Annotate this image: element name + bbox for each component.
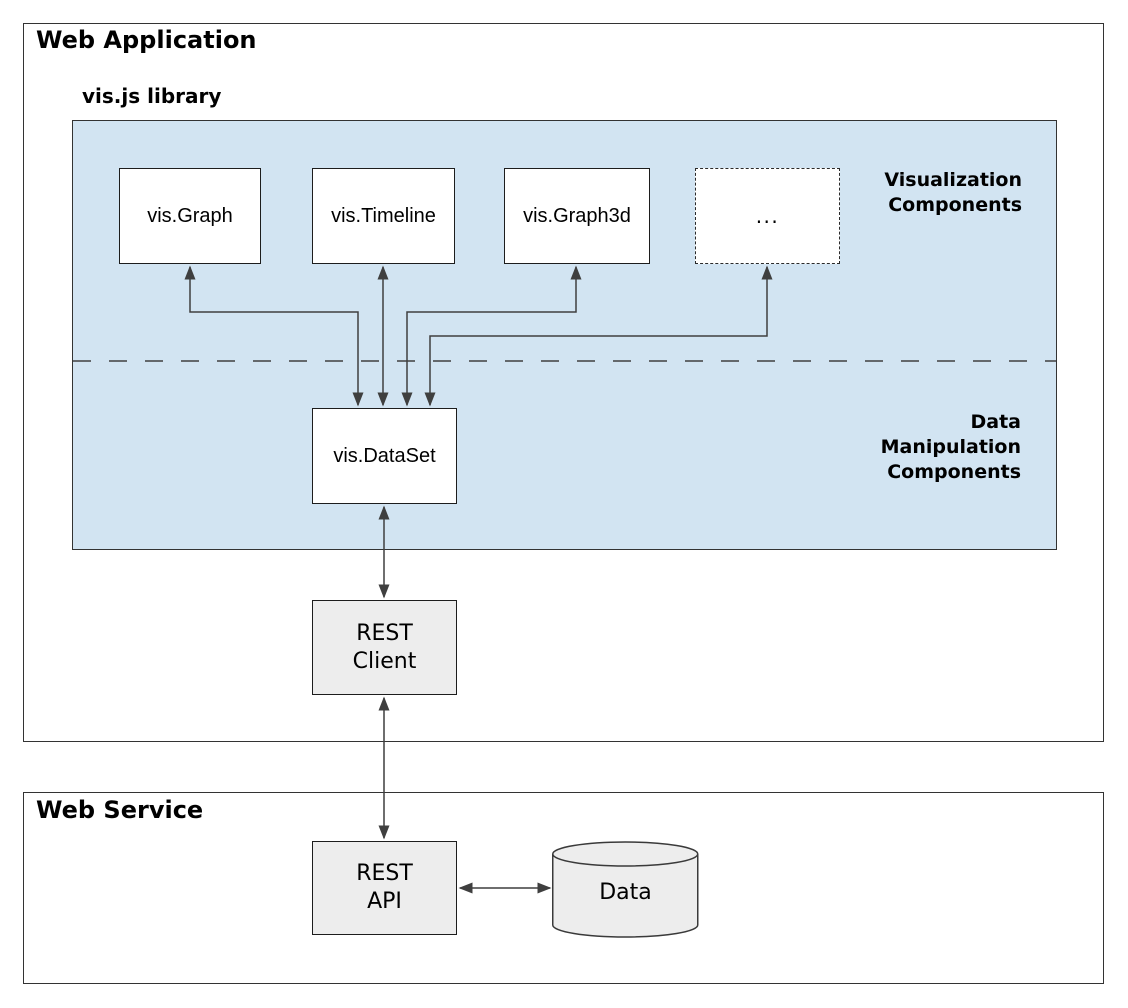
node-vis-graph3d-label: vis.Graph3d <box>523 204 631 227</box>
node-rest-client-label-line2: Client <box>352 648 417 674</box>
node-more-components: ... <box>695 168 840 264</box>
node-vis-graph3d: vis.Graph3d <box>504 168 650 264</box>
node-vis-timeline: vis.Timeline <box>312 168 455 264</box>
web-service-title: Web Service <box>36 796 204 824</box>
node-rest-api: REST API <box>312 841 457 935</box>
web-application-title: Web Application <box>36 26 257 54</box>
node-rest-client: REST Client <box>312 600 457 695</box>
visjs-library-title: vis.js library <box>82 84 222 108</box>
node-rest-api-label-line1: REST <box>356 861 413 886</box>
node-rest-api-label-line2: API <box>367 889 402 914</box>
node-vis-graph: vis.Graph <box>119 168 261 264</box>
node-rest-client-label-line1: REST <box>356 620 413 646</box>
node-more-components-label: ... <box>755 204 780 228</box>
node-vis-dataset-label: vis.DataSet <box>333 444 436 467</box>
node-data-store-label: Data <box>599 879 652 905</box>
node-vis-graph-label: vis.Graph <box>147 204 233 227</box>
visualization-components-label: Visualization Components <box>884 169 1022 216</box>
node-vis-dataset: vis.DataSet <box>312 408 457 504</box>
data-manipulation-components-label: Data Manipulation Components <box>880 411 1021 483</box>
node-vis-timeline-label: vis.Timeline <box>331 204 436 227</box>
